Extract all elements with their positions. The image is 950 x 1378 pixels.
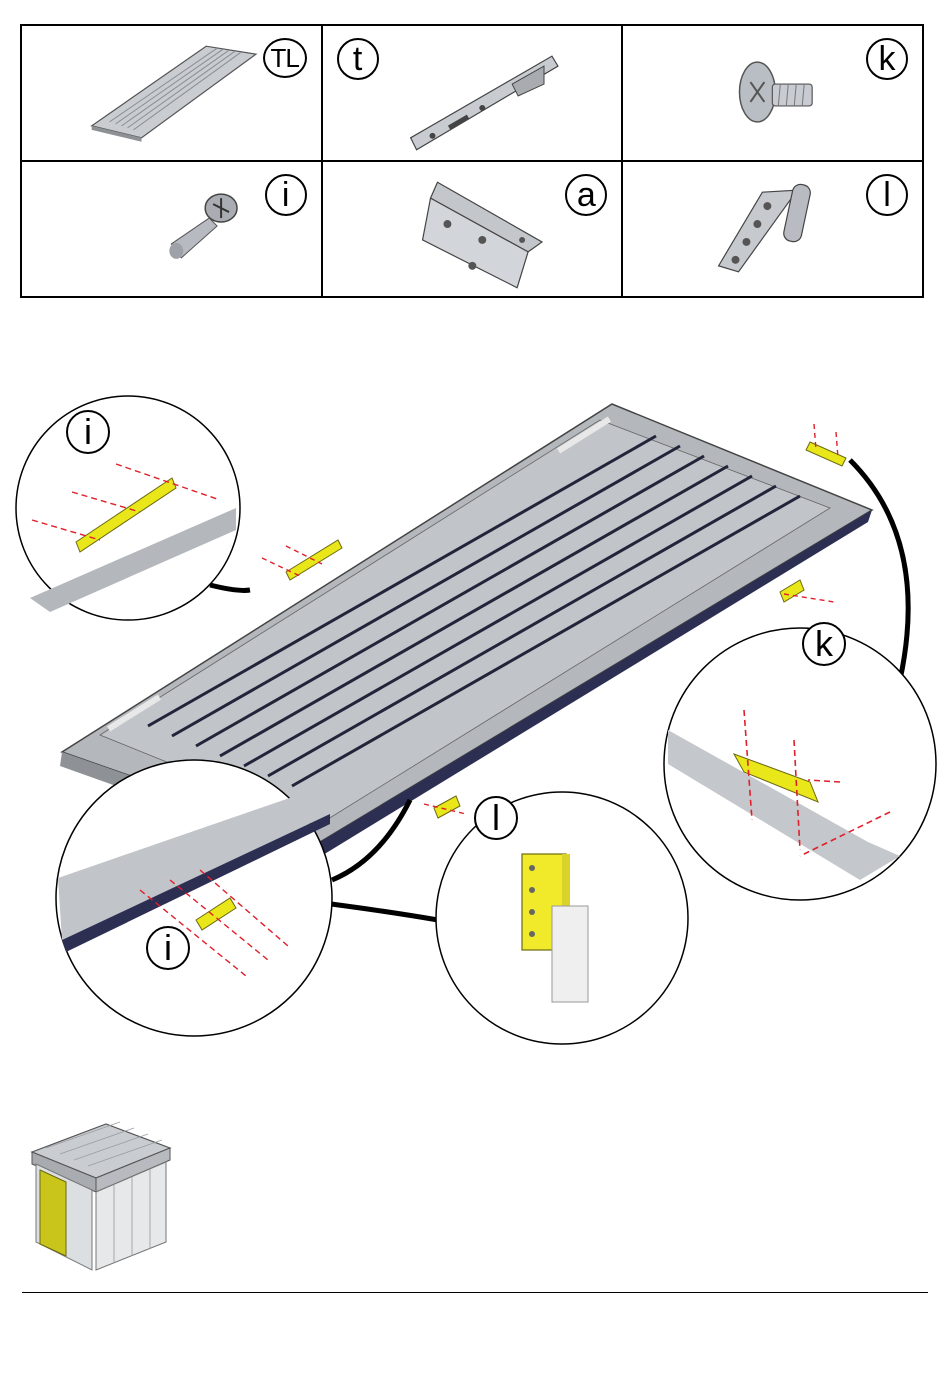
callout-label-right: k [802,622,846,666]
detail-circle-top-left [16,396,240,620]
part-label-t: t [337,38,379,80]
part-cell-TL: TL [21,25,322,161]
callout-label-bottom-center: l [474,796,518,840]
detail-circle-bottom-left [56,760,332,1036]
callout-label-bottom-left: i [146,926,190,970]
part-label-i: i [265,174,307,216]
part-label-TL: TL [263,38,307,78]
part-cell-l: l [622,161,923,297]
detail-circle-right [664,628,936,900]
part-cell-a: a [322,161,623,297]
part-cell-i: i [21,161,322,297]
part-label-a: a [565,174,607,216]
shed-overview-icon [26,1118,176,1286]
footer-rule [22,1292,928,1293]
part-cell-k: k [622,25,923,161]
assembly-diagram [0,380,950,1060]
part-label-l: l [866,174,908,216]
part-label-k: k [866,38,908,80]
part-cell-t: t [322,25,623,161]
detail-circle-bottom-center [436,792,688,1044]
parts-table: TL t k [20,24,924,298]
callout-label-top-left: i [66,410,110,454]
